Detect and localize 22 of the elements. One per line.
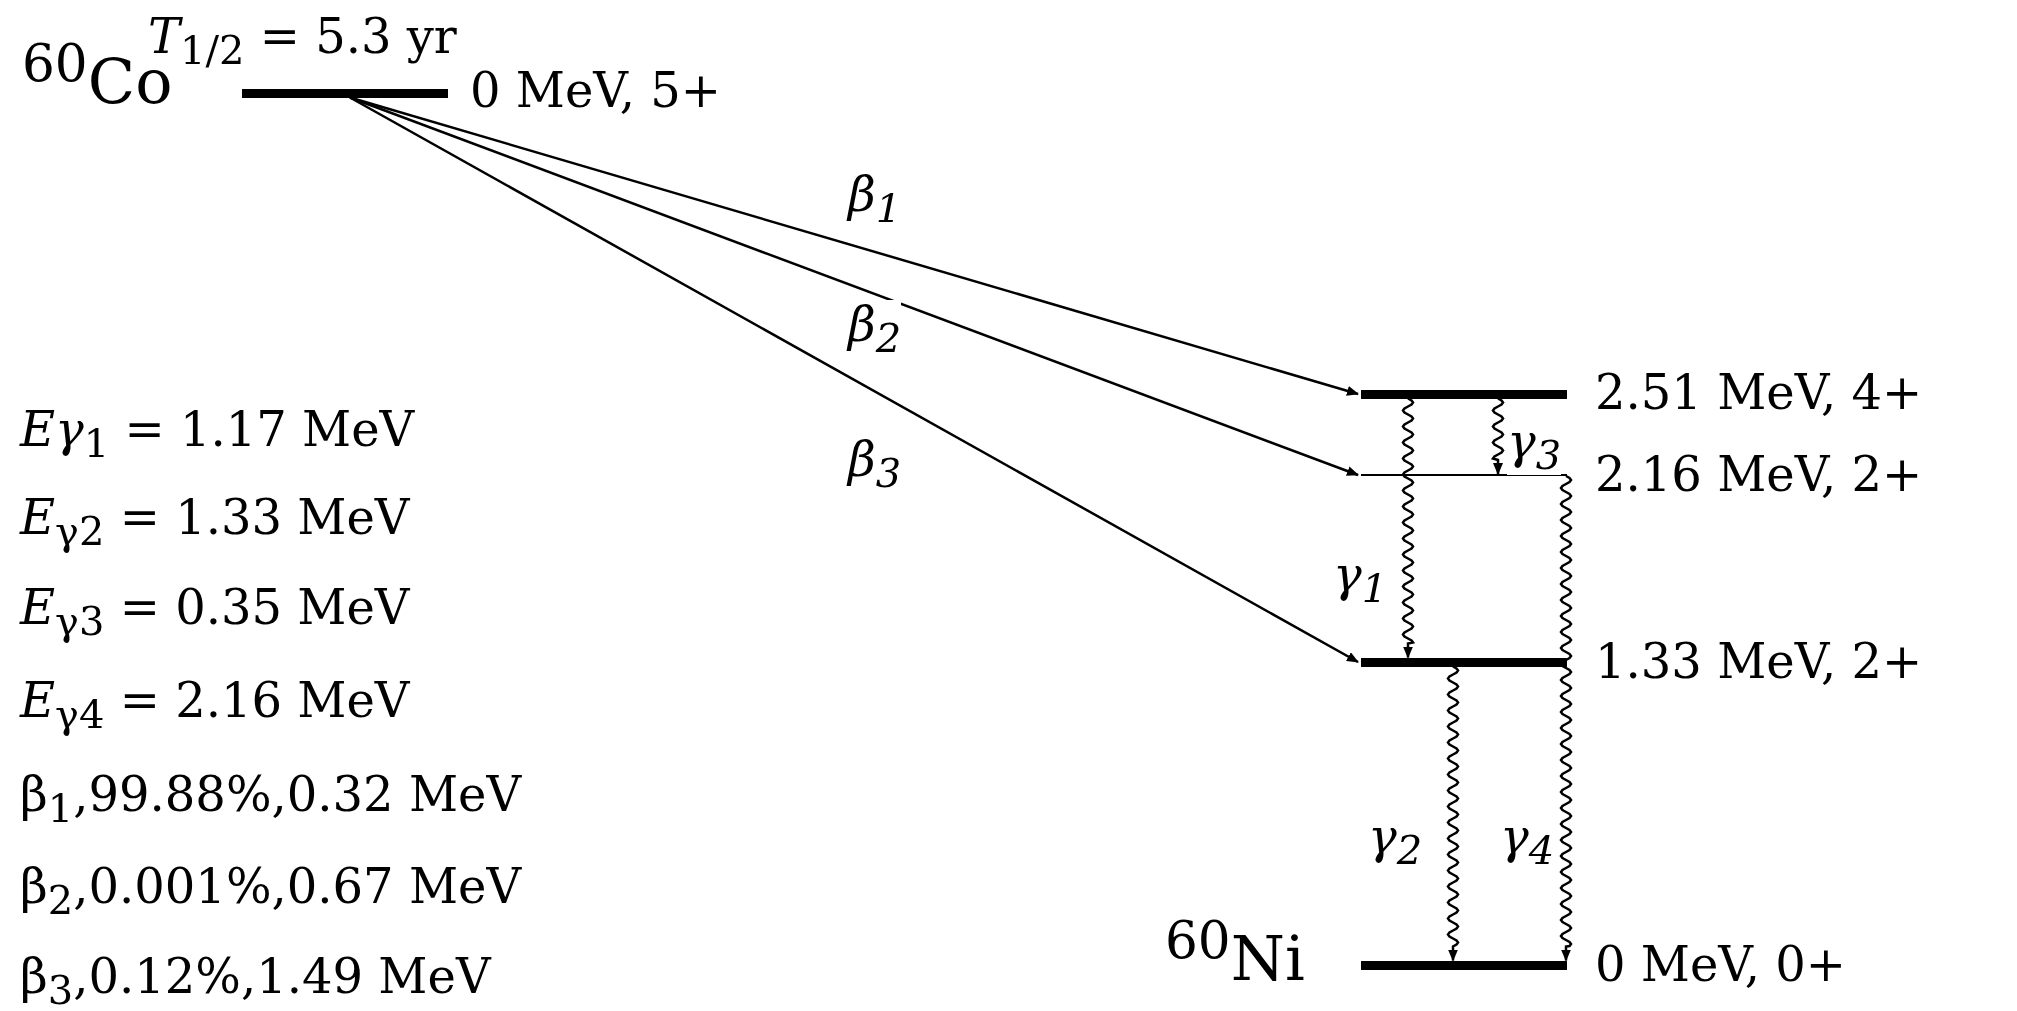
wavy-arrow bbox=[1446, 665, 1460, 962]
energy-note: E$_{γ4}$ = 2.16 MeV bbox=[20, 676, 410, 734]
energy-level-bar bbox=[1361, 960, 1567, 970]
arrow bbox=[349, 96, 1359, 664]
energy-level-label: 2.51 MeV, 4+ bbox=[1595, 368, 1923, 416]
energy-note: Eγ$_{1}$ = 1.17 MeV bbox=[20, 405, 415, 463]
energy-level-bar bbox=[242, 88, 448, 98]
energy-level-bar bbox=[1361, 389, 1567, 399]
energy-level-label: 0 MeV, 0+ bbox=[1595, 940, 1846, 988]
wavy-arrow bbox=[1490, 397, 1505, 475]
energy-note: E$_{γ3}$ = 0.35 MeV bbox=[20, 583, 410, 641]
energy-level-label: 2.16 MeV, 2+ bbox=[1595, 450, 1923, 498]
wavy-arrow bbox=[1401, 397, 1416, 659]
nuclide-label: $^{60}$Ni bbox=[1165, 915, 1305, 990]
energy-note: β$_{2}$,0.001%,0.67 MeV bbox=[20, 862, 522, 920]
energy-note: E$_{γ2}$ = 1.33 MeV bbox=[20, 493, 410, 551]
energy-note: β$_{1}$,99.88%,0.32 MeV bbox=[20, 770, 522, 828]
energy-level-bar bbox=[1361, 657, 1567, 667]
energy-level-label: 1.33 MeV, 2+ bbox=[1595, 637, 1923, 685]
energy-note: β$_{3}$,0.12%,1.49 MeV bbox=[20, 952, 491, 1010]
wavy-arrow bbox=[1559, 475, 1573, 962]
energy-level-label: 0 MeV, 5+ bbox=[470, 66, 721, 114]
